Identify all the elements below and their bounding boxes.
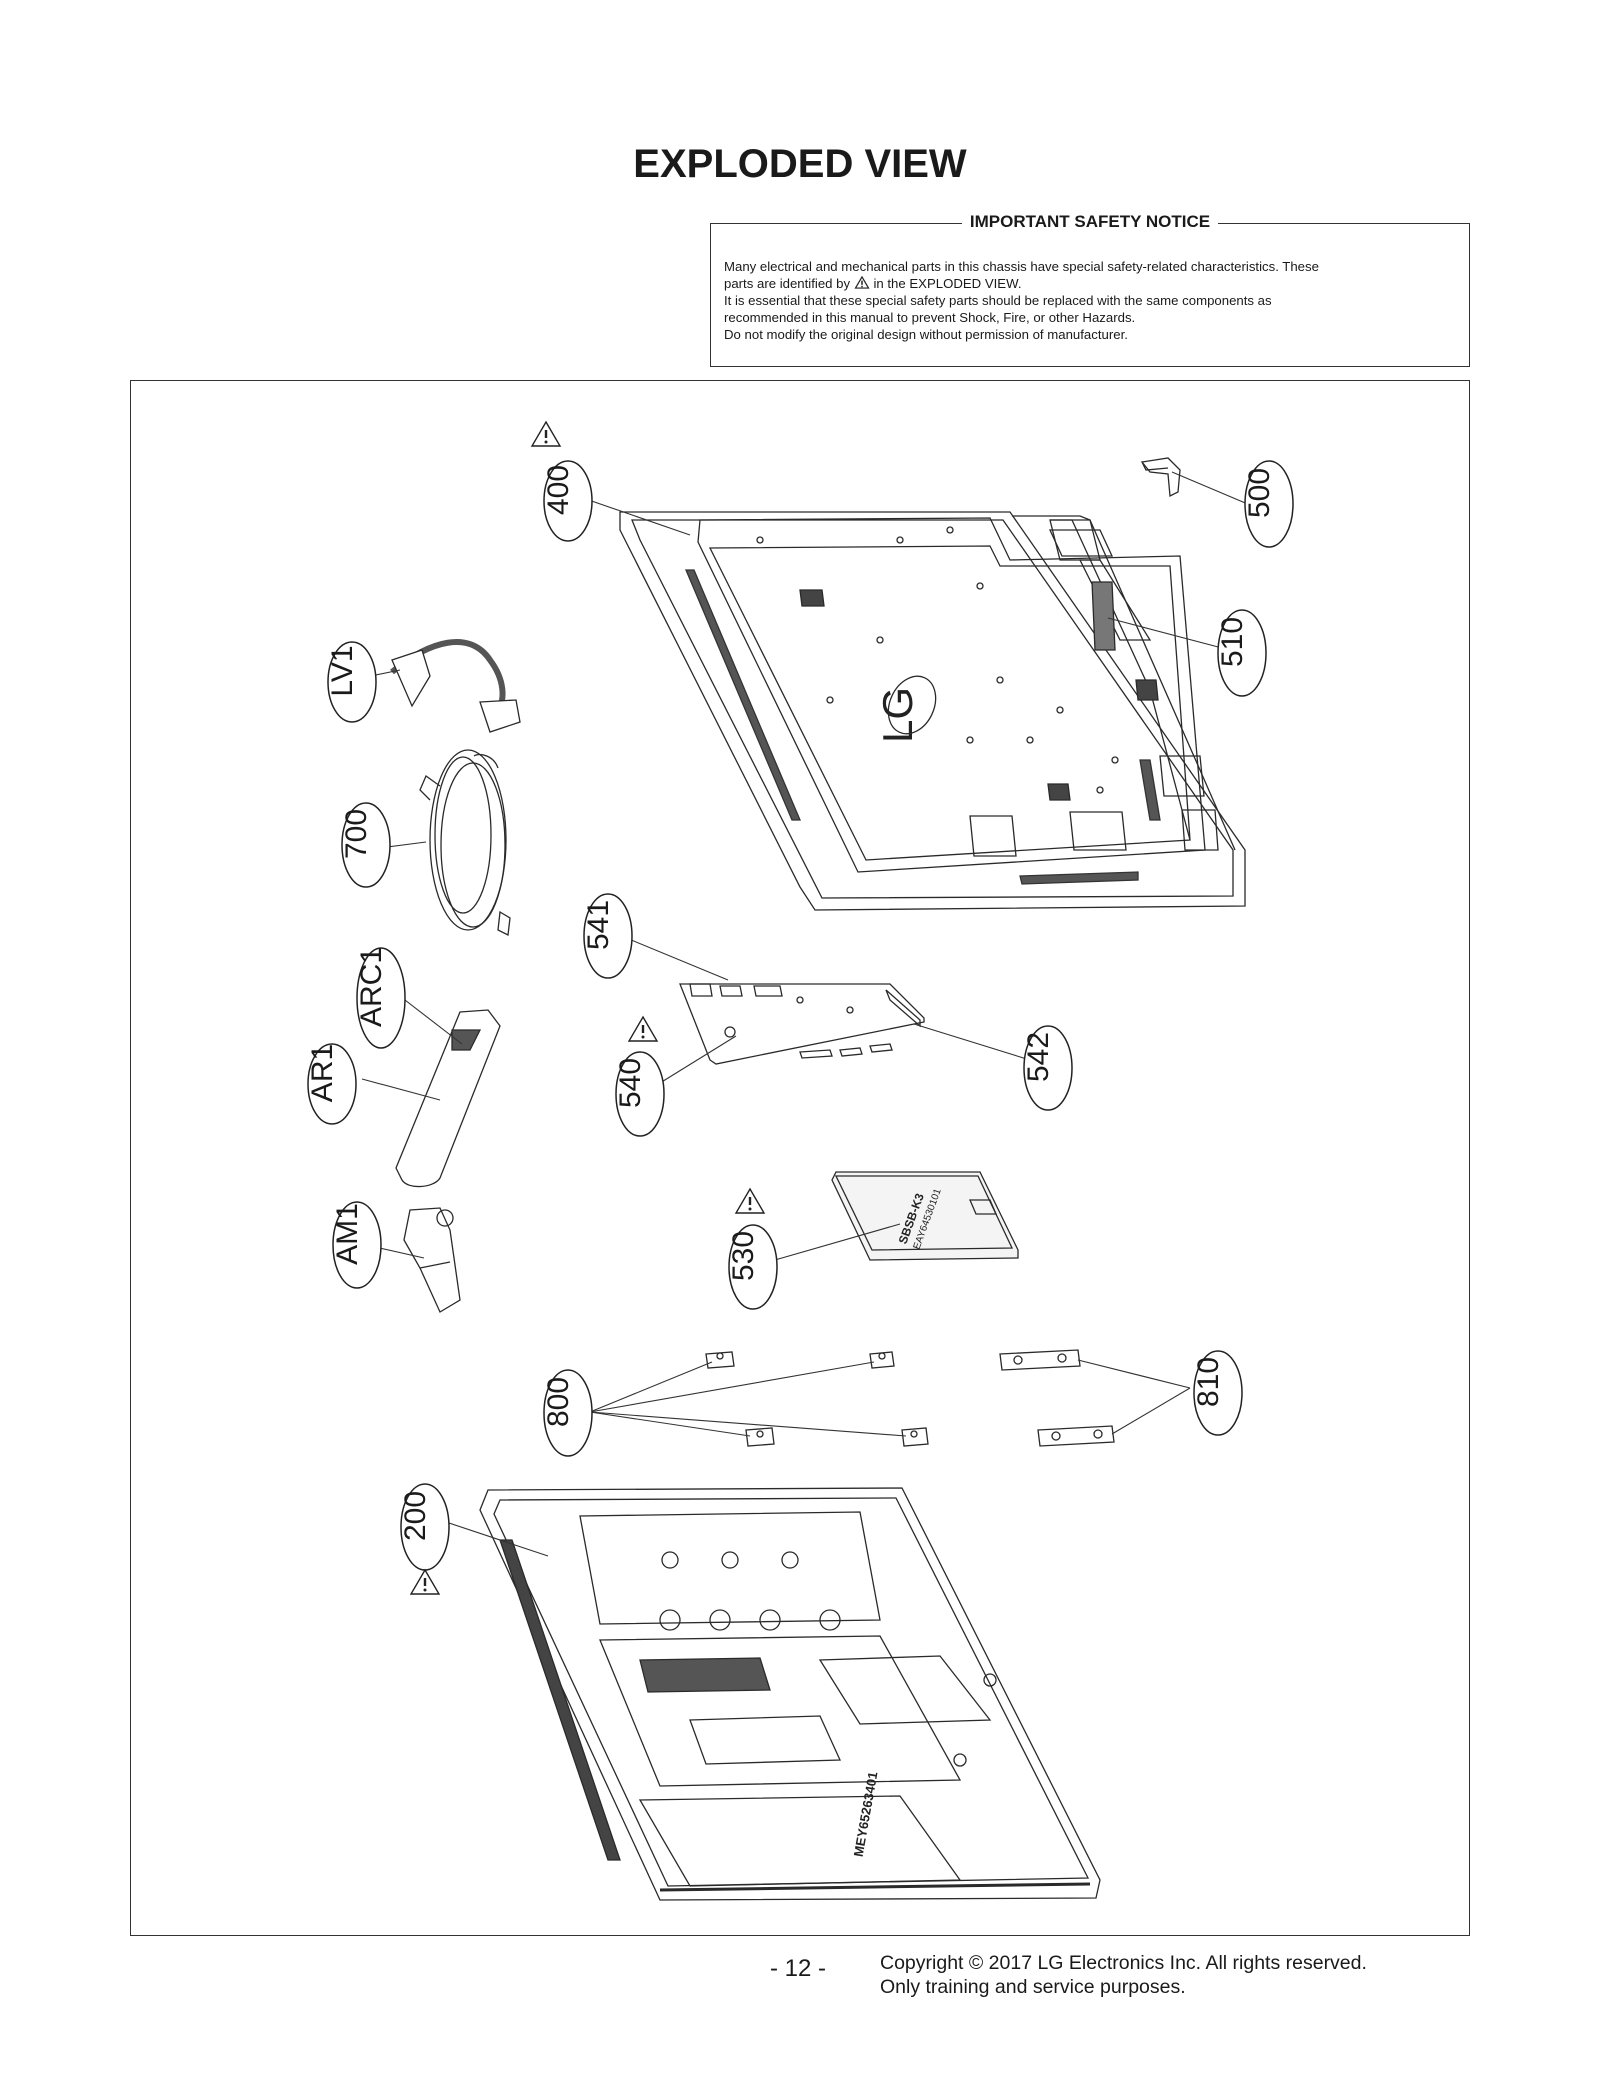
notice-line-4: recommended in this manual to prevent Sh… bbox=[724, 310, 1136, 325]
part-label-200: 200 bbox=[399, 1491, 432, 1541]
warning-triangle-icon-530 bbox=[734, 1187, 766, 1215]
part-label-800: 800 bbox=[542, 1377, 575, 1427]
lg-logo: LG bbox=[874, 687, 921, 743]
magic-remote-holder-drawing bbox=[403, 1207, 461, 1313]
bracket-810-drawing bbox=[999, 1349, 1115, 1447]
back-cover-drawing bbox=[619, 511, 1246, 911]
page-title: EXPLODED VIEW bbox=[633, 142, 967, 186]
part-label-arc1: ARC1 bbox=[355, 947, 388, 1027]
warning-triangle-icon-540 bbox=[627, 1015, 659, 1043]
part-label-541: 541 bbox=[582, 900, 615, 950]
purpose-text: Only training and service purposes. bbox=[880, 1976, 1186, 1998]
warning-triangle-icon bbox=[854, 276, 870, 289]
part-label-400: 400 bbox=[542, 465, 575, 515]
part-label-ar1: AR1 bbox=[306, 1044, 339, 1102]
page-number: - 12 - bbox=[770, 1955, 827, 1982]
power-module-drawing bbox=[831, 1171, 1019, 1261]
part-label-lv1: LV1 bbox=[326, 645, 359, 696]
part-label-540: 540 bbox=[614, 1058, 647, 1108]
bracket-800-drawing bbox=[705, 1351, 929, 1447]
diagram-frame bbox=[130, 380, 1470, 1936]
part-label-700: 700 bbox=[340, 809, 373, 859]
notice-line-3: It is essential that these special safet… bbox=[724, 293, 1272, 308]
part-label-am1: AM1 bbox=[331, 1203, 364, 1265]
remote-drawing bbox=[395, 1009, 501, 1188]
bracket-500-drawing bbox=[1140, 457, 1181, 498]
safety-notice-box: IMPORTANT SAFETY NOTICE Many electrical … bbox=[710, 212, 1470, 367]
notice-line-1: Many electrical and mechanical parts in … bbox=[724, 259, 1319, 274]
part-label-500: 500 bbox=[1243, 468, 1276, 518]
part-label-542: 542 bbox=[1022, 1032, 1055, 1082]
rear-frame-label: MEY65263401 bbox=[851, 1771, 881, 1858]
part-label-530: 530 bbox=[727, 1231, 760, 1281]
warning-triangle-icon-200 bbox=[409, 1568, 441, 1596]
part-label-510: 510 bbox=[1216, 617, 1249, 667]
copyright-block: Copyright © 2017 LG Electronics Inc. All… bbox=[880, 1951, 1367, 1999]
part-label-shapes bbox=[307, 460, 1294, 1571]
power-cord-drawing bbox=[419, 749, 511, 936]
notice-line-2: parts are identified by in the EXPLODED … bbox=[724, 276, 1022, 291]
main-board-drawing bbox=[679, 983, 925, 1065]
rear-frame-drawing bbox=[479, 1487, 1101, 1901]
safety-notice-heading: IMPORTANT SAFETY NOTICE bbox=[961, 212, 1219, 231]
part-label-810: 810 bbox=[1192, 1357, 1225, 1407]
safety-notice-text: Many electrical and mechanical parts in … bbox=[724, 258, 1456, 343]
part-labels: 400 500 510 LV1 700 541 ARC1 AR1 540 542… bbox=[306, 465, 1276, 1541]
copyright-text: Copyright © 2017 LG Electronics Inc. All… bbox=[880, 1952, 1367, 1974]
warning-triangle-icon-400 bbox=[530, 420, 562, 448]
lvds-cable-drawing bbox=[390, 639, 521, 733]
notice-line-5: Do not modify the original design withou… bbox=[724, 327, 1128, 342]
